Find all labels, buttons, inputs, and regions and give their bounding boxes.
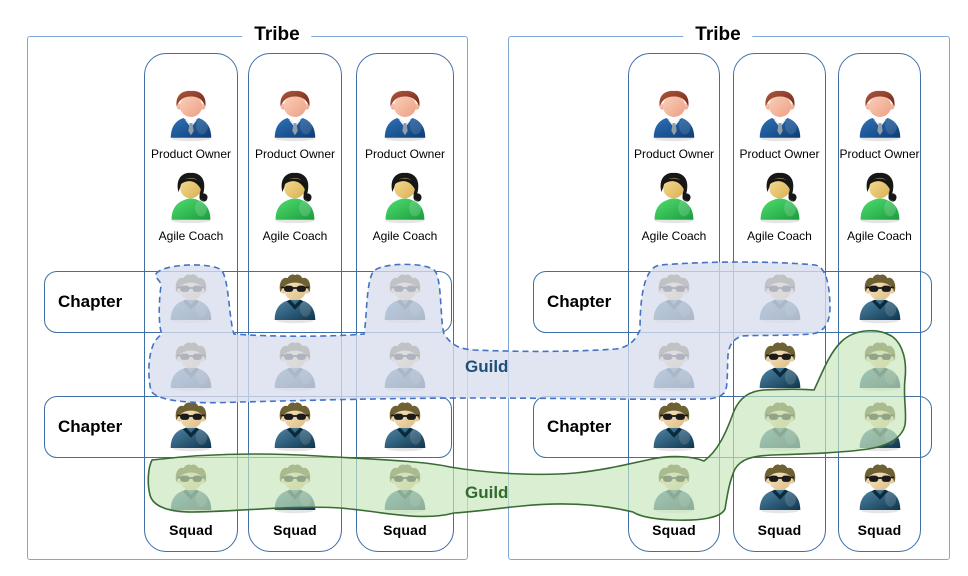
agile-coach-label: Agile Coach bbox=[747, 229, 812, 243]
agile-coach-label: Agile Coach bbox=[641, 229, 707, 243]
squad-label: Squad bbox=[273, 522, 317, 538]
member-icon bbox=[170, 402, 212, 452]
member-icon bbox=[759, 274, 800, 324]
product-owner-label: Product Owner bbox=[254, 147, 336, 161]
member-icon bbox=[653, 342, 695, 392]
member-icon bbox=[759, 464, 800, 514]
squad-label: Squad bbox=[169, 522, 213, 538]
member-icon bbox=[859, 342, 900, 392]
chapter-label: Chapter bbox=[58, 292, 123, 311]
member-icon bbox=[653, 274, 695, 324]
member-icon bbox=[170, 464, 212, 514]
product-owner-icon bbox=[384, 90, 426, 142]
chapter-label: Chapter bbox=[547, 292, 612, 311]
member-icon bbox=[759, 402, 800, 452]
agile-coach-label: Agile Coach bbox=[847, 229, 912, 243]
guild-label-blue: Guild bbox=[465, 357, 509, 376]
product-owner-label: Product Owner bbox=[150, 147, 232, 161]
product-owner-label: Product Owner bbox=[633, 147, 715, 161]
member-icon bbox=[384, 464, 426, 514]
member-icon bbox=[759, 342, 800, 392]
agile-coach-icon bbox=[654, 172, 694, 224]
tribe-title: Tribe bbox=[242, 24, 312, 46]
product-owner-label: Product Owner bbox=[364, 147, 446, 161]
agile-coach-label: Agile Coach bbox=[372, 229, 438, 243]
chapter-label: Chapter bbox=[547, 417, 612, 436]
agile-coach-icon bbox=[760, 172, 799, 224]
tribe-title: Tribe bbox=[683, 24, 753, 46]
member-icon bbox=[170, 274, 212, 324]
member-icon bbox=[384, 402, 426, 452]
agile-coach-label: Agile Coach bbox=[262, 229, 328, 243]
member-icon bbox=[274, 464, 316, 514]
member-icon bbox=[859, 402, 900, 452]
agile-coach-icon bbox=[385, 172, 425, 224]
guild-label-green: Guild bbox=[465, 483, 509, 502]
product-owner-icon bbox=[859, 90, 900, 142]
member-icon bbox=[274, 342, 316, 392]
product-owner-icon bbox=[274, 90, 316, 142]
squad-label: Squad bbox=[857, 522, 902, 538]
product-owner-icon bbox=[170, 90, 212, 142]
member-icon bbox=[384, 274, 426, 324]
member-icon bbox=[274, 402, 316, 452]
member-icon bbox=[859, 464, 900, 514]
product-owner-icon bbox=[653, 90, 695, 142]
product-owner-label: Product Owner bbox=[739, 147, 820, 161]
agile-coach-label: Agile Coach bbox=[158, 229, 224, 243]
agile-coach-icon bbox=[860, 172, 899, 224]
chapter-label: Chapter bbox=[58, 417, 123, 436]
member-icon bbox=[653, 402, 695, 452]
member-icon bbox=[384, 342, 426, 392]
squad-label: Squad bbox=[652, 522, 696, 538]
squad-label: Squad bbox=[383, 522, 427, 538]
agile-coach-icon bbox=[171, 172, 211, 224]
product-owner-label: Product Owner bbox=[839, 147, 920, 161]
agile-coach-icon bbox=[275, 172, 315, 224]
member-icon bbox=[859, 274, 900, 324]
product-owner-icon bbox=[759, 90, 800, 142]
squad-label: Squad bbox=[757, 522, 802, 538]
member-icon bbox=[170, 342, 212, 392]
member-icon bbox=[274, 274, 316, 324]
member-icon bbox=[653, 464, 695, 514]
